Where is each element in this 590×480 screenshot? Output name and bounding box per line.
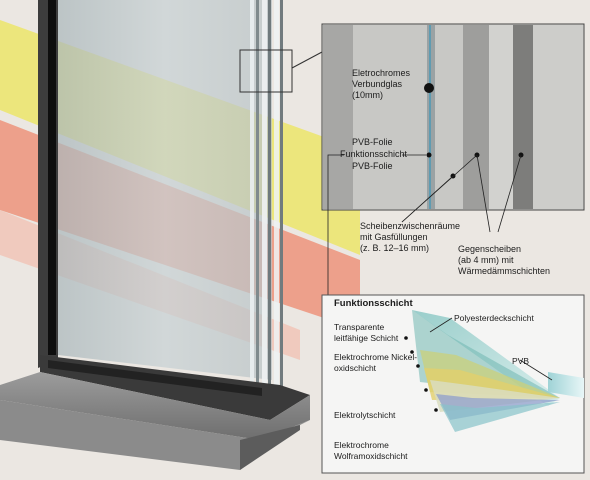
label-pvb: PVB bbox=[512, 356, 530, 366]
label-electrochromic-glass-1: Eletrochromes bbox=[352, 68, 411, 78]
marker-electrochromic-glass bbox=[424, 83, 434, 93]
label-cavities-3: (z. B. 12–16 mm) bbox=[360, 243, 430, 253]
label-cavities-2: mit Gasfüllungen bbox=[360, 232, 428, 242]
function-layer-title: Funktionsschicht bbox=[334, 298, 413, 309]
label-electrolyte: Elektrolytschicht bbox=[334, 410, 396, 420]
function-layer-panel bbox=[321, 294, 585, 474]
zoom-source-box bbox=[239, 49, 293, 93]
label-tungsten-oxide-2: Wolframoxidschicht bbox=[334, 451, 408, 461]
label-electrochromic-glass-3: (10mm) bbox=[352, 90, 383, 100]
label-polyester: Polyesterdeckschicht bbox=[454, 313, 534, 323]
label-electrochromic-glass-2: Verbundglas bbox=[352, 79, 403, 89]
label-tungsten-oxide-1: Elektrochrome bbox=[334, 440, 389, 450]
label-counter-panes-1: Gegenscheiben bbox=[458, 244, 522, 254]
window-sill bbox=[0, 355, 310, 470]
label-nickel-oxide-2: oxidschicht bbox=[334, 363, 377, 373]
label-pvb-bottom: PVB-Folie bbox=[352, 161, 393, 171]
label-functional-layer: Funktionsschicht bbox=[340, 149, 408, 159]
zoom-panel bbox=[321, 23, 585, 211]
label-transparent-conductive-2: leitfähige Schicht bbox=[334, 333, 399, 343]
label-nickel-oxide-1: Elektrochrome Nickel- bbox=[334, 352, 418, 362]
label-cavities-1: Scheibenzwischenräume bbox=[360, 221, 461, 231]
label-counter-panes-3: Wärmedämmschichten bbox=[458, 266, 551, 276]
label-pvb-top: PVB-Folie bbox=[352, 137, 393, 147]
label-transparent-conductive-1: Transparente bbox=[334, 322, 385, 332]
window-frame bbox=[38, 0, 283, 394]
label-counter-panes-2: (ab 4 mm) mit bbox=[458, 255, 514, 265]
